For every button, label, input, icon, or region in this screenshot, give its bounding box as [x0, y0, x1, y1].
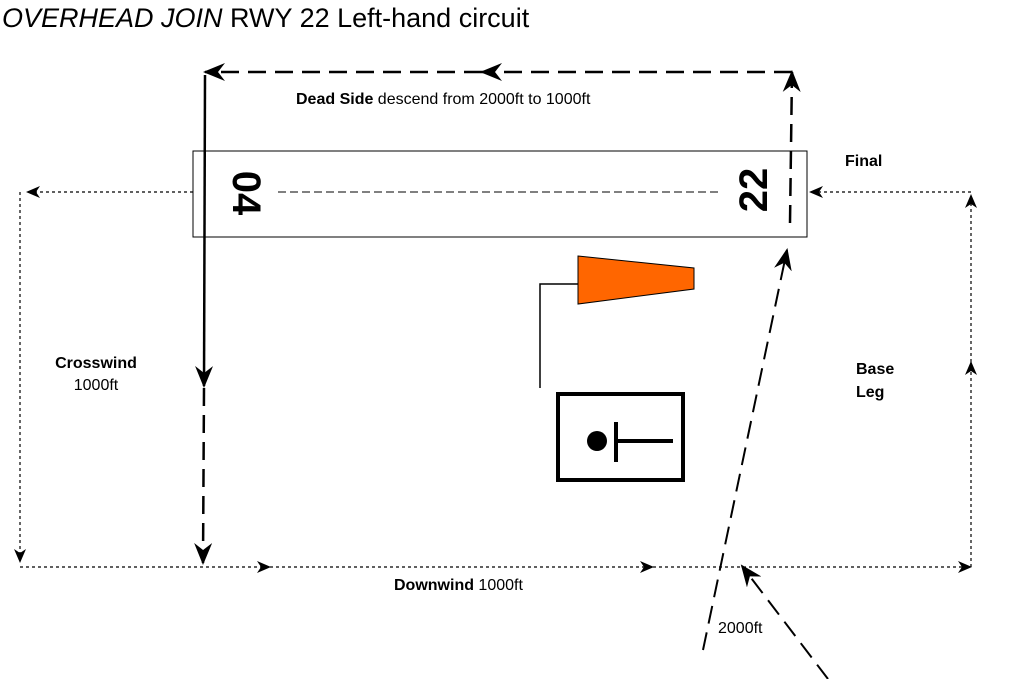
join-altitude-label: 2000ft [718, 620, 763, 637]
dead-side-bold: Dead Side [296, 91, 373, 108]
final-label: Final [845, 153, 882, 170]
join-track [702, 248, 792, 651]
runway-number-22: 22 [732, 168, 776, 213]
base-label-line2: Leg [856, 384, 884, 401]
windsock-icon [539, 255, 695, 388]
title-italic: OVERHEAD JOIN [2, 3, 223, 33]
descent-path-solid [195, 74, 214, 388]
downwind-rest: 1000ft [474, 577, 523, 594]
overhead-climb-path [782, 70, 801, 224]
downwind-bold: Downwind [394, 577, 474, 594]
runway [192, 150, 808, 238]
downwind-label: Downwind 1000ft [394, 577, 523, 594]
runway-number-04: 04 [224, 171, 268, 216]
dead-side-label: Dead Side descend from 2000ft to 1000ft [296, 91, 591, 108]
dead-side-rest: descend from 2000ft to 1000ft [373, 91, 591, 108]
base-label-line1: Base [856, 361, 894, 378]
descent-path-dashed [194, 387, 213, 565]
signal-square-landing-t-icon [556, 392, 685, 482]
title-rest: RWY 22 Left-hand circuit [223, 3, 530, 33]
crosswind-label-line1: Crosswind [55, 355, 137, 372]
crosswind-label-line2: 1000ft [74, 377, 119, 394]
join-inbound-track [740, 564, 829, 679]
diagram-title: OVERHEAD JOIN RWY 22 Left-hand circuit [2, 3, 530, 33]
